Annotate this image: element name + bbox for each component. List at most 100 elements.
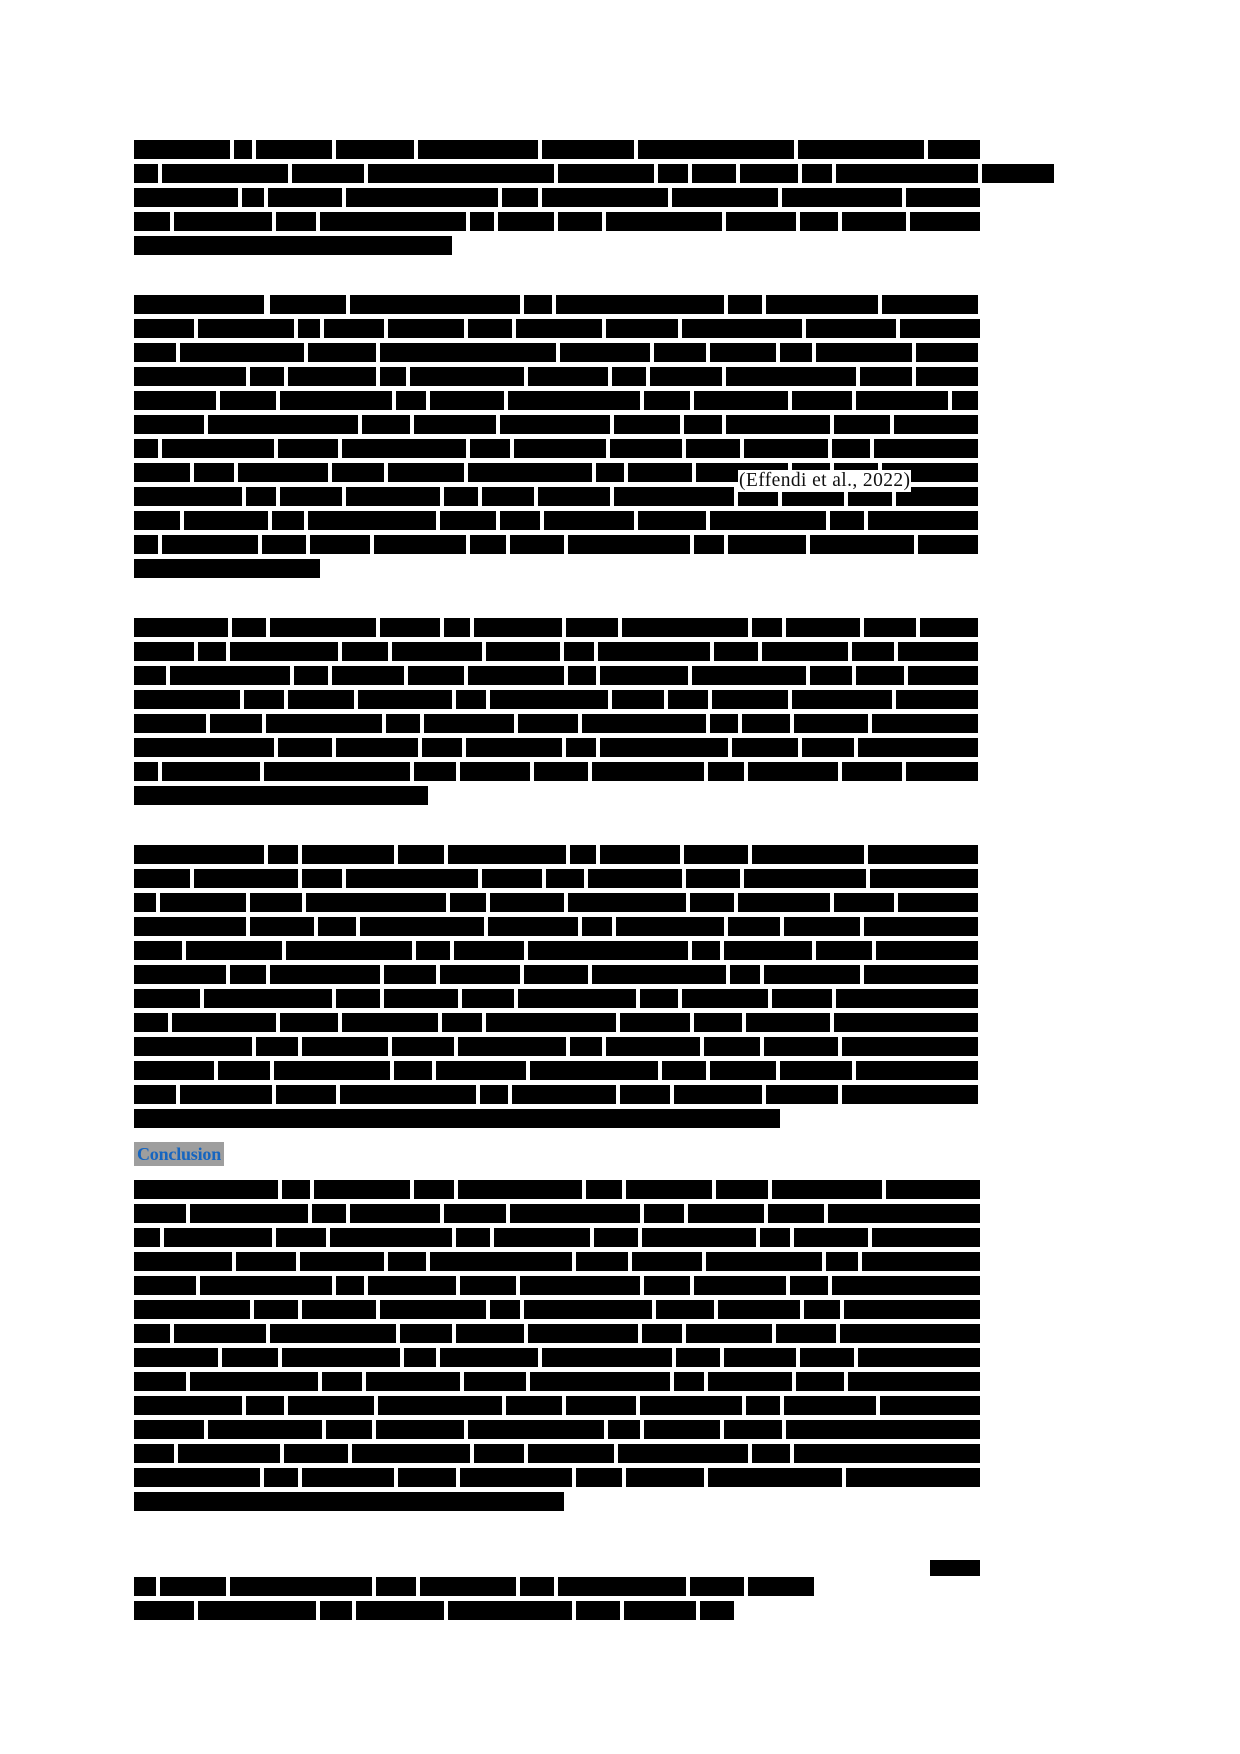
redaction-bar — [592, 965, 726, 984]
redaction-bar — [508, 391, 640, 410]
redaction-bar — [162, 762, 260, 781]
redaction-bar — [346, 487, 440, 506]
redaction-bar — [350, 295, 520, 314]
redaction-bar — [368, 1276, 456, 1295]
redaction-bar — [836, 164, 978, 183]
redaction-bar — [570, 845, 596, 864]
redaction-bar — [134, 1492, 564, 1511]
redaction-bar — [710, 511, 826, 530]
redaction-bar — [272, 511, 304, 530]
redaction-bar — [658, 164, 688, 183]
redaction-bar — [134, 1276, 196, 1295]
redaction-bar — [466, 738, 562, 757]
redaction-bar — [134, 188, 238, 207]
redacted-line — [134, 319, 980, 338]
redaction-bar — [250, 917, 314, 936]
redaction-bar — [332, 666, 404, 685]
redaction-bar — [250, 367, 284, 386]
redaction-bar — [694, 535, 724, 554]
redaction-bar — [408, 666, 464, 685]
redaction-bar — [798, 140, 924, 159]
redacted-line — [134, 917, 980, 936]
redaction-bar — [134, 140, 230, 159]
redaction-bar — [614, 487, 734, 506]
redaction-bar — [582, 714, 706, 733]
redaction-bar — [600, 738, 728, 757]
redaction-bar — [134, 1300, 250, 1319]
redaction-bar — [174, 1324, 266, 1343]
redaction-bar — [342, 642, 388, 661]
redaction-bar — [542, 1348, 672, 1367]
redaction-bar — [694, 1013, 742, 1032]
redaction-bar — [834, 1013, 978, 1032]
redacted-line — [134, 1348, 980, 1367]
redaction-bar — [516, 319, 602, 338]
redaction-bar — [556, 295, 724, 314]
redacted-line — [134, 164, 1054, 183]
redacted-line — [134, 869, 980, 888]
redaction-bar — [518, 714, 578, 733]
redaction-bar — [134, 1348, 218, 1367]
redacted-line — [134, 1276, 980, 1295]
redaction-bar — [454, 941, 524, 960]
redaction-bar — [686, 1324, 772, 1343]
redaction-bar — [464, 1372, 526, 1391]
redaction-bar — [528, 1324, 638, 1343]
redaction-bar — [424, 714, 514, 733]
redaction-bar — [180, 1085, 272, 1104]
redaction-bar — [748, 1577, 814, 1596]
redaction-bar — [588, 869, 682, 888]
redaction-bar — [780, 1061, 852, 1080]
redaction-bar — [656, 1300, 714, 1319]
redacted-line — [134, 487, 980, 506]
redaction-bar — [284, 1444, 348, 1463]
redaction-bar — [414, 415, 496, 434]
redaction-bar — [134, 439, 158, 458]
redaction-bar — [802, 738, 854, 757]
redaction-bar — [842, 212, 906, 231]
redaction-bar — [244, 690, 284, 709]
redaction-bar — [856, 666, 904, 685]
redaction-bar — [728, 535, 806, 554]
redaction-bar — [460, 1276, 516, 1295]
redacted-line — [134, 989, 980, 1008]
redaction-bar — [270, 965, 380, 984]
redaction-bar — [388, 463, 464, 482]
redaction-bar — [308, 343, 376, 362]
redaction-bar — [642, 1228, 756, 1247]
redaction-bar — [700, 1601, 734, 1620]
redaction-bar — [816, 941, 872, 960]
redaction-bar — [784, 1396, 876, 1415]
redaction-bar — [640, 989, 678, 1008]
redaction-bar — [230, 965, 266, 984]
redaction-bar — [792, 690, 892, 709]
redaction-bar — [322, 1372, 362, 1391]
redacted-line — [134, 1577, 980, 1596]
redaction-bar — [520, 1577, 554, 1596]
redaction-bar — [134, 1372, 186, 1391]
redaction-bar — [386, 714, 420, 733]
redaction-bar — [894, 415, 978, 434]
redaction-bar — [868, 845, 978, 864]
redaction-bar — [524, 965, 588, 984]
redaction-bar — [198, 319, 294, 338]
redaction-bar — [346, 869, 478, 888]
redaction-bar — [682, 319, 802, 338]
redaction-bar — [134, 1180, 278, 1199]
redaction-bar — [916, 343, 978, 362]
redaction-bar — [174, 212, 272, 231]
redacted-line — [134, 188, 980, 207]
redaction-bar — [872, 714, 978, 733]
redaction-bar — [500, 511, 540, 530]
redaction-bar — [320, 212, 466, 231]
redaction-bar — [302, 1300, 376, 1319]
redaction-bar — [448, 1601, 572, 1620]
redaction-bar — [592, 762, 704, 781]
redaction-bar — [876, 941, 978, 960]
redaction-bar — [134, 1444, 174, 1463]
redaction-bar — [450, 893, 486, 912]
redaction-bar — [134, 869, 190, 888]
redaction-bar — [270, 1324, 396, 1343]
redaction-bar — [810, 666, 852, 685]
redaction-bar — [852, 642, 894, 661]
